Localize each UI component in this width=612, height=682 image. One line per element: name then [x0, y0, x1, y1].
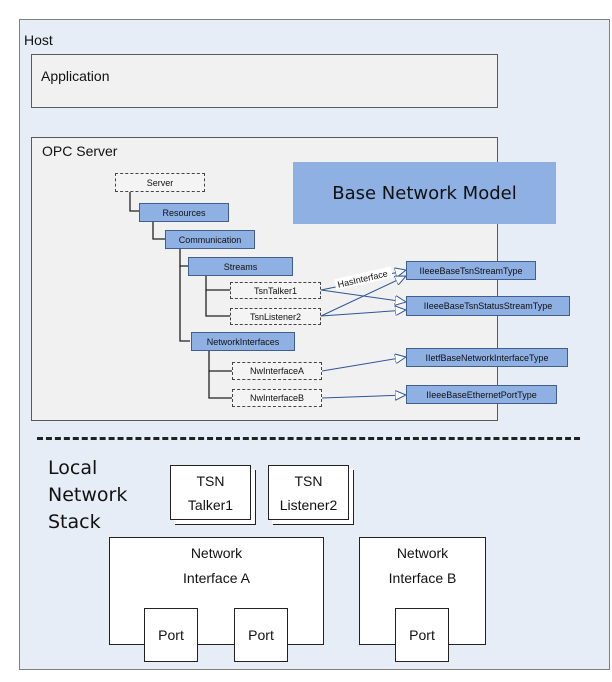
- tree-node-network-interfaces[interactable]: NetworkInterfaces: [191, 332, 295, 351]
- tree-line-resources-communication: [152, 220, 165, 240]
- port-a2-label: Port: [248, 627, 274, 643]
- tsn-talker-line-1: TSN: [196, 473, 225, 489]
- arrow-listener-stream-type: [320, 276, 406, 317]
- application-label: Application: [41, 68, 110, 84]
- tree-node-nw-interface-b[interactable]: NwInterfaceB: [232, 389, 322, 407]
- tree-node-server-label: Server: [146, 177, 174, 188]
- tree-node-resources-label: Resources: [162, 207, 206, 218]
- port-b1-label: Port: [409, 627, 435, 643]
- tree-line-server-resources: [129, 192, 140, 212]
- port-a1: Port: [144, 608, 198, 662]
- tsn-listener-line-1: TSN: [294, 473, 323, 489]
- tree-node-tsn-talker-label: TsnTalker1: [253, 285, 298, 296]
- tree-line-streams-listener: [205, 290, 231, 317]
- tree-node-nw-interface-a-label: NwInterfaceA: [249, 366, 305, 376]
- network-interface-a-box: Network Interface A: [109, 537, 324, 645]
- has-interface-label: HasInterface: [337, 268, 389, 289]
- tree-node-resources[interactable]: Resources: [139, 203, 229, 222]
- tree-node-network-interfaces-label: NetworkInterfaces: [206, 336, 280, 347]
- tree-line-streams-talker: [205, 274, 231, 291]
- tsn-listener-card: TSN Listener2: [268, 465, 349, 520]
- type-node-ethernet-port-label: IIeeeBaseEthernetPortType: [426, 389, 537, 400]
- base-network-model-label: Base Network Model: [332, 182, 517, 204]
- arrow-listener-status-type: [320, 310, 406, 317]
- arrow-nwa-netif-type: [321, 357, 406, 372]
- tree-line-communication-netif: [179, 266, 190, 342]
- host-label: Host: [24, 32, 53, 48]
- local-stack-line-3: Stack: [48, 511, 101, 533]
- type-node-tsn-stream-label: IIeeeBaseTsnStreamType: [419, 265, 523, 276]
- tree-node-tsn-talker[interactable]: TsnTalker1: [230, 282, 321, 299]
- interface-a-line-2: Interface A: [183, 570, 250, 586]
- port-a1-label: Port: [158, 627, 184, 643]
- tree-node-tsn-listener-label: TsnListener2: [249, 311, 302, 322]
- tree-node-streams-label: Streams: [223, 261, 258, 272]
- port-a2: Port: [234, 608, 288, 662]
- tree-node-nw-interface-b-label: NwInterfaceB: [249, 393, 305, 403]
- type-node-network-interface[interactable]: IIetfBaseNetworkInterfaceType: [406, 348, 568, 367]
- type-node-tsn-status-stream[interactable]: IIeeeBaseTsnStatusStreamType: [406, 296, 570, 316]
- tree-node-nw-interface-a[interactable]: NwInterfaceA: [232, 362, 322, 380]
- tree-line-communication-streams: [179, 248, 188, 267]
- base-network-model-box: Base Network Model: [293, 162, 556, 224]
- tree-node-tsn-listener[interactable]: TsnListener2: [230, 308, 321, 325]
- tree-node-communication-label: Communication: [178, 234, 242, 245]
- tsn-talker-line-2: Talker1: [187, 497, 234, 513]
- tree-node-streams[interactable]: Streams: [188, 257, 293, 276]
- local-stack-line-1: Local: [48, 457, 98, 479]
- tree-line-netif-a: [208, 349, 232, 372]
- type-node-tsn-stream[interactable]: IIeeeBaseTsnStreamType: [406, 261, 536, 280]
- tree-node-communication[interactable]: Communication: [165, 230, 255, 249]
- type-node-ethernet-port[interactable]: IIeeeBaseEthernetPortType: [406, 385, 557, 404]
- interface-b-line-1: Network: [396, 545, 449, 561]
- tree-line-netif-b: [208, 371, 232, 399]
- type-node-tsn-status-stream-label: IIeeeBaseTsnStatusStreamType: [423, 301, 553, 311]
- local-stack-line-2: Network: [48, 484, 128, 506]
- arrow-nwb-port-type: [321, 395, 406, 398]
- layer-separator: [37, 437, 580, 440]
- application-box: Application: [31, 54, 498, 108]
- interface-a-line-1: Network: [190, 545, 243, 561]
- tree-node-server[interactable]: Server: [115, 173, 205, 192]
- type-node-network-interface-label: IIetfBaseNetworkInterfaceType: [425, 352, 549, 363]
- interface-b-line-2: Interface B: [388, 570, 457, 586]
- port-b1: Port: [395, 608, 449, 662]
- local-network-stack-label: Local Network Stack: [48, 455, 127, 536]
- tsn-listener-line-2: Listener2: [279, 497, 338, 513]
- opc-server-label: OPC Server: [42, 143, 118, 159]
- tsn-talker-card: TSN Talker1: [170, 465, 251, 520]
